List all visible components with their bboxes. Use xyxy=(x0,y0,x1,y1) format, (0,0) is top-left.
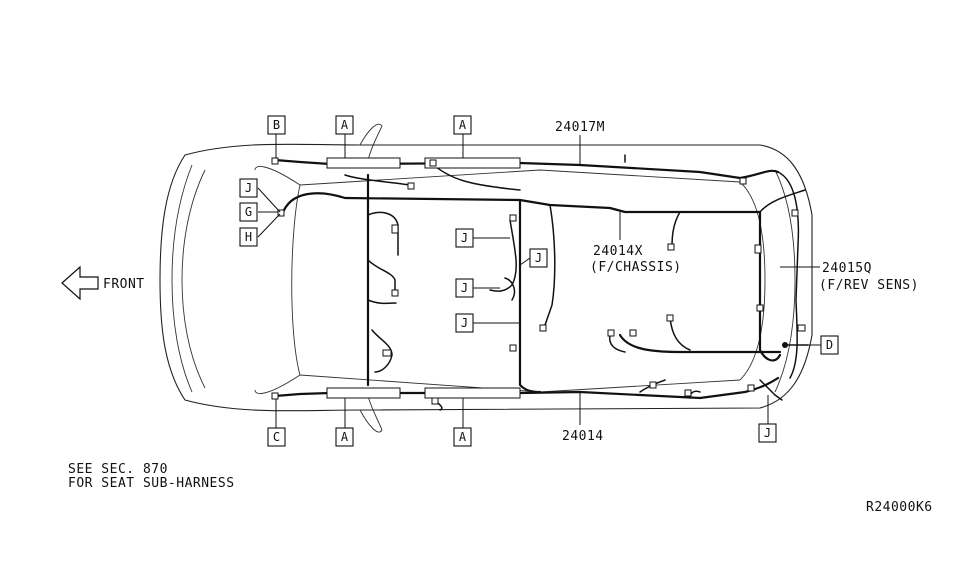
connector-box-a-top-left: A xyxy=(335,115,354,135)
front-label: FRONT xyxy=(103,277,145,292)
connector-label-a: A xyxy=(341,430,349,444)
connector-label-a: A xyxy=(341,118,349,132)
connector-label-j: J xyxy=(461,316,468,330)
connector-label-j: J xyxy=(245,181,252,195)
connector-box-j-rear: J xyxy=(758,423,777,443)
harness-label-chassis-code: 24014X xyxy=(593,244,643,259)
connector-label-g: G xyxy=(245,205,252,219)
connector-box-j-center-3: J xyxy=(455,278,474,298)
connector-label-a: A xyxy=(459,118,467,132)
connector-label-b: B xyxy=(273,118,280,132)
connector-box-c: C xyxy=(267,427,286,447)
leader-lines xyxy=(257,134,821,428)
harness-label-top: 24017M xyxy=(555,120,605,135)
connector-box-j-center-2: J xyxy=(529,248,548,268)
connector-box-b: B xyxy=(267,115,286,135)
connector-label-j: J xyxy=(461,231,468,245)
connector-label-j: J xyxy=(764,426,771,440)
connector-box-h: H xyxy=(239,227,258,247)
harness-label-rev-name: (F/REV SENS) xyxy=(819,278,919,293)
small-connectors xyxy=(271,157,806,405)
connector-box-j-left: J xyxy=(239,178,258,198)
connector-label-c: C xyxy=(273,430,280,444)
connector-box-g: G xyxy=(239,202,258,222)
front-arrow-icon xyxy=(61,265,99,301)
connector-box-j-center-4: J xyxy=(455,313,474,333)
sill-covers xyxy=(326,157,521,399)
connector-label-j: J xyxy=(461,281,468,295)
connector-box-j-center-1: J xyxy=(455,228,474,248)
connector-box-a-bottom-left: A xyxy=(335,427,354,447)
ground-point xyxy=(782,342,788,348)
harness-wires xyxy=(273,154,809,411)
connector-box-a-top-right: A xyxy=(453,115,472,135)
note-line-2: FOR SEAT SUB-HARNESS xyxy=(68,476,235,491)
car-body-outline xyxy=(159,123,813,433)
connector-label-j: J xyxy=(535,251,542,265)
note-line-1: SEE SEC. 870 xyxy=(68,462,168,477)
connector-label-d: D xyxy=(826,338,833,352)
harness-label-chassis-name: (F/CHASSIS) xyxy=(590,260,682,275)
diagram-id: R24000K6 xyxy=(866,500,933,515)
harness-label-rev-code: 24015Q xyxy=(822,261,872,276)
harness-label-bottom: 24014 xyxy=(562,429,604,444)
connector-label-a: A xyxy=(459,430,467,444)
connector-box-a-bottom-right: A xyxy=(453,427,472,447)
connector-label-h: H xyxy=(245,230,252,244)
connector-box-d: D xyxy=(820,335,839,355)
